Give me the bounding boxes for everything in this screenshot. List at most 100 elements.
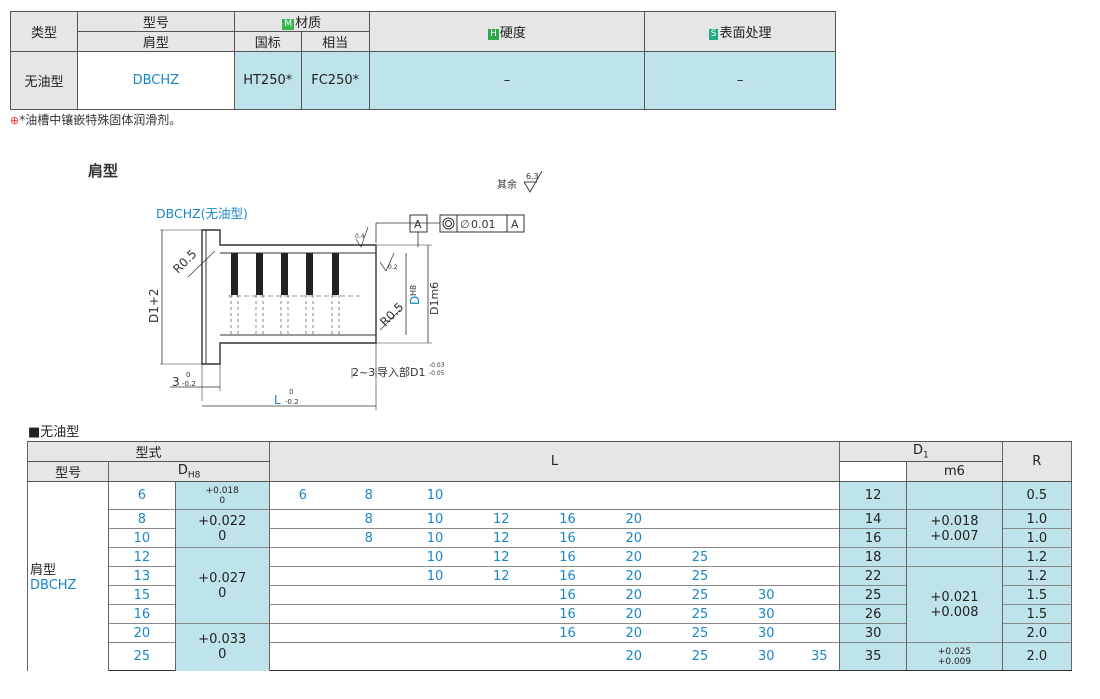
l-value-cell: 16 xyxy=(534,566,601,586)
l-value-cell xyxy=(335,623,402,643)
d-value-cell: 10 xyxy=(108,528,176,548)
technical-drawing: DBCHZ(无油型) 其余 6.3 A ∅ 0.01 A 0.4 0.2 R xyxy=(147,170,543,410)
l-value-cell: 20 xyxy=(600,566,667,586)
l-value-cell: 10 xyxy=(401,547,469,567)
lubricant-note: ⊕*油槽中镶嵌特殊固体润滑剂。 xyxy=(10,113,182,127)
l-value-cell xyxy=(534,642,601,671)
l-value-cell: 35 xyxy=(799,642,841,671)
type-cell: 无油型 xyxy=(10,51,78,110)
d-value-cell: 6 xyxy=(108,481,176,510)
l-value-cell: 20 xyxy=(600,623,667,643)
d1-value-cell: 35 xyxy=(839,642,908,671)
l-value-cell xyxy=(335,604,402,624)
svg-text:0.2: 0.2 xyxy=(388,264,398,271)
l-value-cell xyxy=(335,585,402,605)
d1-value-cell: 26 xyxy=(839,604,908,624)
m6-tolerance-cell: +0.018+0.007 xyxy=(906,509,1003,548)
svg-text:-0.05: -0.05 xyxy=(429,370,445,377)
l-value-cell xyxy=(799,528,841,548)
form-header: 型式 xyxy=(27,441,270,462)
l-value-cell xyxy=(799,481,841,510)
d-value-cell: 15 xyxy=(108,585,176,605)
l-value-cell xyxy=(268,585,336,605)
l-value-cell: 20 xyxy=(600,547,667,567)
l-value-cell xyxy=(733,481,800,510)
svg-text:-0.03: -0.03 xyxy=(429,362,445,369)
r-value-cell: 2.0 xyxy=(1001,623,1073,643)
l-value-cell xyxy=(733,547,800,567)
l-value-cell: 10 xyxy=(401,528,469,548)
l-value-cell: 25 xyxy=(666,585,734,605)
roughness-symbol-icon xyxy=(523,170,543,193)
l-value-cell: 12 xyxy=(468,566,535,586)
l-value-cell xyxy=(666,509,734,529)
l-value-cell: 20 xyxy=(600,509,667,529)
l-value-cell xyxy=(799,509,841,529)
d1-value-cell: 16 xyxy=(839,528,908,548)
hardness-badge-icon: H xyxy=(488,29,499,40)
m6-tolerance-cell xyxy=(906,547,1003,567)
l-header: L xyxy=(268,441,841,482)
model-cell: DBCHZ xyxy=(76,51,235,110)
length-dim-label: L xyxy=(274,393,281,407)
d1-value-cell: 30 xyxy=(839,623,908,643)
l-value-cell xyxy=(468,604,535,624)
l-value-cell: 25 xyxy=(666,623,734,643)
r-value-cell: 0.5 xyxy=(1001,481,1073,510)
l-value-cell xyxy=(268,547,336,567)
tolerance-frame xyxy=(439,214,525,233)
l-value-cell xyxy=(799,547,841,567)
l-value-cell: 25 xyxy=(666,547,734,567)
l-value-cell: 16 xyxy=(534,547,601,567)
l-value-cell xyxy=(468,623,535,643)
l-value-cell xyxy=(468,585,535,605)
material-badge-icon: M xyxy=(282,19,295,30)
l-value-cell xyxy=(799,585,841,605)
l-value-cell xyxy=(401,585,469,605)
l-value-cell: 16 xyxy=(534,528,601,548)
d1-value-cell: 22 xyxy=(839,566,908,586)
l-value-cell: 8 xyxy=(335,528,402,548)
l-value-cell: 25 xyxy=(666,642,734,671)
l-value-cell xyxy=(468,642,535,671)
r-header: R xyxy=(1001,441,1073,482)
r-value-cell: 1.0 xyxy=(1001,509,1073,529)
d-value-cell: 25 xyxy=(108,642,176,671)
l-value-cell: 16 xyxy=(534,623,601,643)
l-value-cell: 10 xyxy=(401,481,469,510)
l-value-cell: 8 xyxy=(335,481,402,510)
r-value-cell: 1.2 xyxy=(1001,547,1073,567)
l-value-cell: 16 xyxy=(534,604,601,624)
l-value-cell: 6 xyxy=(268,481,336,510)
material-equiv-header: 相当 xyxy=(300,31,370,52)
r-value-cell: 2.0 xyxy=(1001,642,1073,671)
material-equiv-cell: FC250* xyxy=(300,51,370,110)
l-value-cell xyxy=(268,623,336,643)
lubricant-plugs xyxy=(231,253,339,295)
surface-cell: – xyxy=(644,51,836,110)
material-std-cell: HT250* xyxy=(233,51,302,110)
l-value-cell: 20 xyxy=(600,585,667,605)
radius-top-label: R0.5 xyxy=(170,247,199,276)
d1-value-cell: 12 xyxy=(839,481,908,510)
r-value-cell: 1.2 xyxy=(1001,566,1073,586)
svg-text:0: 0 xyxy=(186,371,190,379)
size-section-title: ■无油型 xyxy=(28,425,80,440)
l-value-cell xyxy=(666,528,734,548)
l-value-cell xyxy=(401,623,469,643)
d1m6-dim: D1m6 xyxy=(428,282,441,315)
svg-text:0.01: 0.01 xyxy=(471,218,496,231)
drawing-title: DBCHZ(无油型) xyxy=(156,206,248,221)
svg-text:0: 0 xyxy=(289,388,293,396)
r-value-cell: 1.0 xyxy=(1001,528,1073,548)
